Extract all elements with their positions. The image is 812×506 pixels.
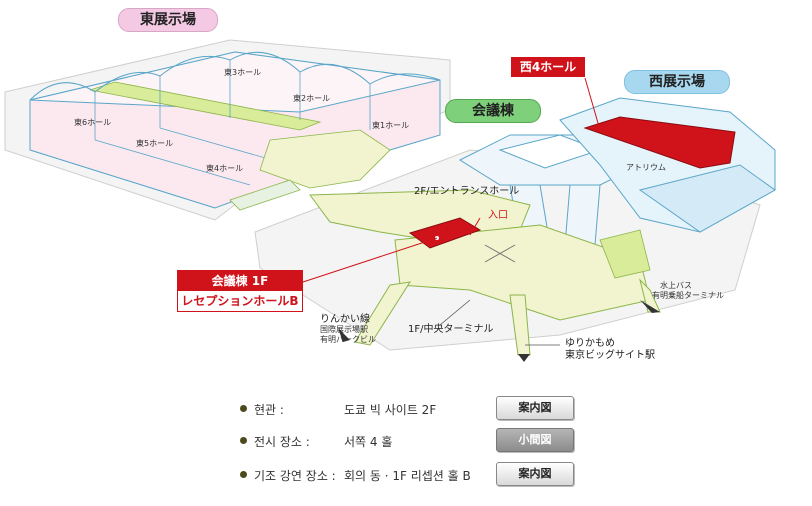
east-hall-title: 東展示場 xyxy=(118,8,218,32)
east-bridge xyxy=(229,179,301,211)
bullet-icon xyxy=(240,405,247,412)
hall-e6-label: 東6ホール xyxy=(74,117,111,127)
hall-e2-label: 東2ホール xyxy=(293,93,330,103)
venue-map: 東3ホール 東2ホール 東1ホール 東6ホール 東5ホール 東4ホール アトリウ… xyxy=(4,39,776,362)
plaza-path-rinkai xyxy=(354,281,412,346)
waterbus-arrow-icon xyxy=(640,300,660,313)
yurikamome-line-label: ゆりかもめ xyxy=(565,337,615,349)
bullet-icon xyxy=(240,471,247,478)
atrium-label: アトリウム xyxy=(626,163,666,172)
guide-map-button[interactable]: 案内図 xyxy=(496,396,574,420)
reception-tag-line2: レセプションホールB xyxy=(178,291,302,311)
east-walkway xyxy=(259,129,391,189)
west-hall-title: 西展示場 xyxy=(624,70,730,94)
reception-hall-tag: 会議棟 1F レセプションホールB xyxy=(177,270,303,312)
info-value: 회의 동 · 1F 리셉션 홀 B xyxy=(344,469,471,483)
conference-tower-title: 会議棟 xyxy=(445,99,541,123)
reception-tag-leader xyxy=(299,237,438,284)
plaza-path-yurikamome xyxy=(509,294,531,356)
rinkai-line-label: りんかい線 xyxy=(320,312,370,325)
info-row-keynote: 기조 강연 장소 : 회의 동 · 1F 리셉션 홀 B 案内図 xyxy=(240,462,700,488)
entrance-marker-line xyxy=(469,217,481,236)
yurikamome-arrow-icon xyxy=(518,354,530,362)
rinkai-arrow-icon xyxy=(338,328,350,342)
hall-e3-label: 東3ホール xyxy=(224,67,261,77)
central-plaza xyxy=(394,224,651,321)
entrance-label: 入口 xyxy=(488,210,508,221)
west-lower-deck xyxy=(599,229,651,279)
rinkai-park-label: 有明パークビル xyxy=(320,334,376,344)
west4-hall-tag: 西4ホール xyxy=(511,57,585,77)
guide-map-button[interactable]: 案内図 xyxy=(496,462,574,486)
yurikamome-station-label: 東京ビッグサイト駅 xyxy=(565,348,655,361)
hall-e1-label: 東1ホール xyxy=(372,120,409,130)
hall-e5-label: 東5ホール xyxy=(136,138,173,148)
info-label: 현관 : xyxy=(254,403,284,417)
info-row-venue: 전시 장소 : 서쪽 4 홀 小間図 xyxy=(240,428,700,454)
central-terminal-label: 1F/中央ターミナル xyxy=(408,322,493,335)
info-label: 기조 강연 장소 : xyxy=(254,469,336,483)
booth-map-button[interactable]: 小間図 xyxy=(496,428,574,452)
hall-e4-label: 東4ホール xyxy=(206,163,243,173)
bullet-icon xyxy=(240,437,247,444)
west4-tag-leader xyxy=(584,77,601,131)
rinkai-station-label: 国際展示場駅 xyxy=(320,324,368,334)
info-value: 서쪽 4 홀 xyxy=(344,435,393,449)
waterbus-terminal-label: 有明乗船ターミナル xyxy=(652,290,724,300)
waterbus-label: 水上バス xyxy=(660,280,692,290)
entrance-hall-label: 2F/エントランスホール xyxy=(414,185,519,197)
info-label: 전시 장소 : xyxy=(254,435,310,449)
west4-hall-highlight xyxy=(583,116,736,169)
terminal-leader xyxy=(439,299,471,326)
info-row-entrance: 현관 : 도쿄 빅 사이트 2F 案内図 xyxy=(240,396,700,422)
info-value: 도쿄 빅 사이트 2F xyxy=(344,403,437,417)
reception-tag-line1: 会議棟 1F xyxy=(178,271,302,291)
east-halls xyxy=(29,51,441,209)
terminal-x-marker xyxy=(484,244,516,263)
